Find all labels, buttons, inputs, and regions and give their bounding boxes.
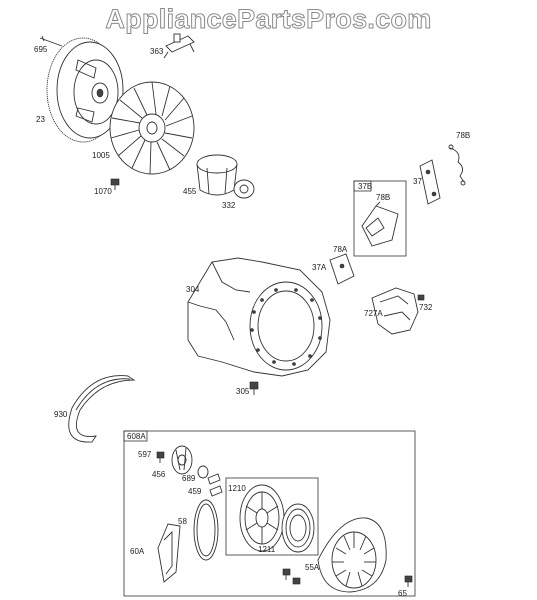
label-58: 58 — [178, 517, 187, 526]
label-23: 23 — [36, 115, 45, 124]
label-304: 304 — [186, 285, 200, 294]
label-608a: 608A — [127, 432, 146, 441]
part-732-screw[interactable] — [417, 294, 425, 301]
part-starter-housing[interactable] — [317, 517, 387, 593]
part-1210-pulley[interactable] — [239, 484, 285, 552]
label-78a: 78A — [333, 245, 348, 254]
watermark-logo: AppliancePartsPros.com — [105, 4, 432, 35]
label-60a: 60A — [130, 547, 145, 556]
label-363: 363 — [150, 47, 164, 56]
part-456-pulley[interactable] — [171, 445, 193, 475]
part-1211-spring[interactable] — [281, 503, 315, 553]
label-456: 456 — [152, 470, 166, 479]
label-78b-top: 78B — [456, 131, 470, 140]
label-459: 459 — [188, 487, 202, 496]
label-930: 930 — [54, 410, 68, 419]
label-78b-box: 78B — [376, 193, 390, 202]
part-78a-37a-link[interactable] — [329, 253, 355, 285]
part-60a-handle[interactable] — [157, 523, 181, 583]
part-1005-fan[interactable] — [109, 81, 195, 175]
label-37b: 37B — [358, 182, 372, 191]
part-689-washer[interactable] — [197, 465, 209, 479]
label-1211: 1211 — [258, 545, 276, 554]
label-55a: 55A — [305, 563, 320, 572]
part-23-flywheel[interactable] — [46, 37, 124, 143]
part-455-screen[interactable] — [196, 154, 238, 196]
box-608a — [123, 430, 416, 597]
label-305: 305 — [236, 387, 250, 396]
part-597-screw[interactable] — [156, 451, 165, 463]
label-732: 732 — [419, 303, 433, 312]
part-78b-link-top[interactable] — [448, 144, 466, 186]
part-332-nut[interactable] — [233, 179, 255, 199]
label-37a: 37A — [312, 263, 327, 272]
label-1070: 1070 — [94, 187, 112, 196]
part-695-bolt[interactable] — [39, 35, 63, 47]
label-689: 689 — [182, 474, 196, 483]
part-305-screw[interactable] — [249, 381, 259, 395]
part-930-ring[interactable] — [68, 375, 136, 443]
part-55a-screws[interactable] — [282, 568, 301, 585]
label-332: 332 — [222, 201, 236, 210]
part-304-blower-housing[interactable] — [187, 257, 331, 377]
part-459-dogs[interactable] — [207, 473, 223, 497]
part-65-screw[interactable] — [404, 575, 413, 587]
label-597: 597 — [138, 450, 152, 459]
box-37b — [353, 180, 407, 257]
label-727a: 727A — [364, 309, 383, 318]
part-727a-guard[interactable] — [371, 287, 419, 335]
label-65: 65 — [398, 589, 407, 598]
part-363-bracket[interactable] — [163, 33, 195, 59]
part-1070-screw[interactable] — [110, 178, 120, 190]
label-695: 695 — [34, 45, 48, 54]
part-37-bracket[interactable] — [419, 159, 441, 205]
label-1210: 1210 — [228, 484, 246, 493]
part-58-rope[interactable] — [193, 499, 219, 561]
label-1005: 1005 — [92, 151, 110, 160]
label-37: 37 — [413, 177, 422, 186]
label-455: 455 — [183, 187, 197, 196]
